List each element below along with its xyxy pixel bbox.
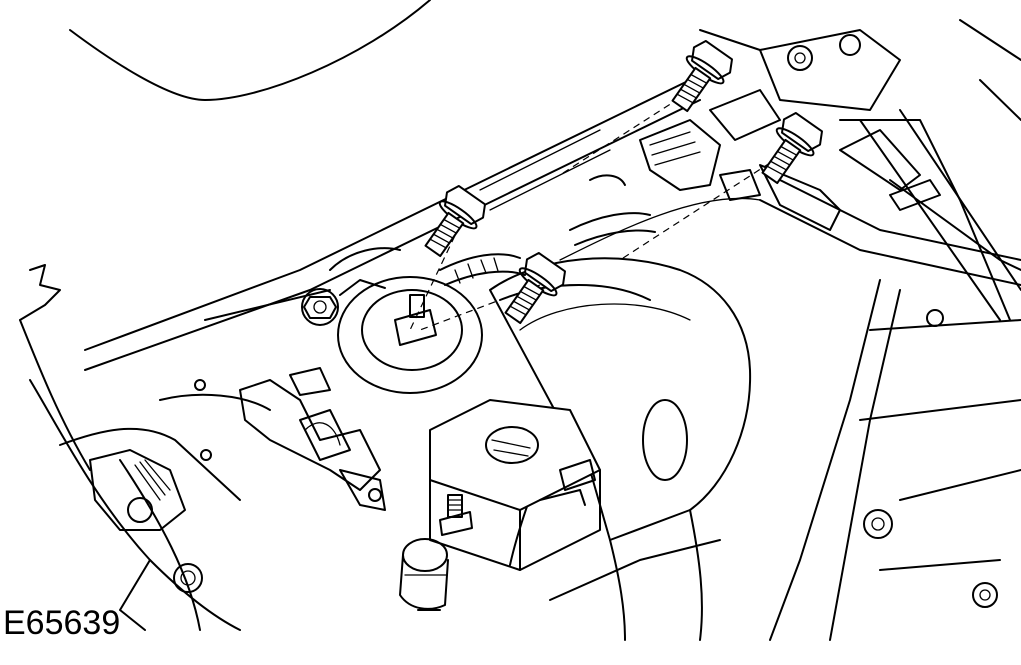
left-wing-panel: [19, 264, 271, 631]
upper-right-bracket: [699, 19, 1021, 121]
right-chassis-rail: [759, 119, 1021, 641]
electrical-connector: [639, 89, 841, 231]
steering-shaft: [839, 109, 1021, 321]
bolt-lower-centre: [504, 251, 566, 325]
bonnet-catch-housing: [89, 449, 186, 531]
engine-mount-bracket: [239, 367, 386, 511]
bolt-upper-right: [761, 111, 823, 185]
bolt-left: [424, 184, 486, 258]
hose-connector: [399, 538, 449, 611]
mount-nut: [301, 288, 339, 326]
bolt-upper-centre: [671, 39, 733, 113]
scuttle-panel: [84, 79, 761, 371]
bonnet-outline: [69, 0, 431, 101]
lower-mount-block: [429, 399, 601, 571]
figure-label: E65639: [3, 604, 121, 642]
lower-stud: [439, 494, 473, 536]
coolant-hoses: [439, 174, 656, 286]
